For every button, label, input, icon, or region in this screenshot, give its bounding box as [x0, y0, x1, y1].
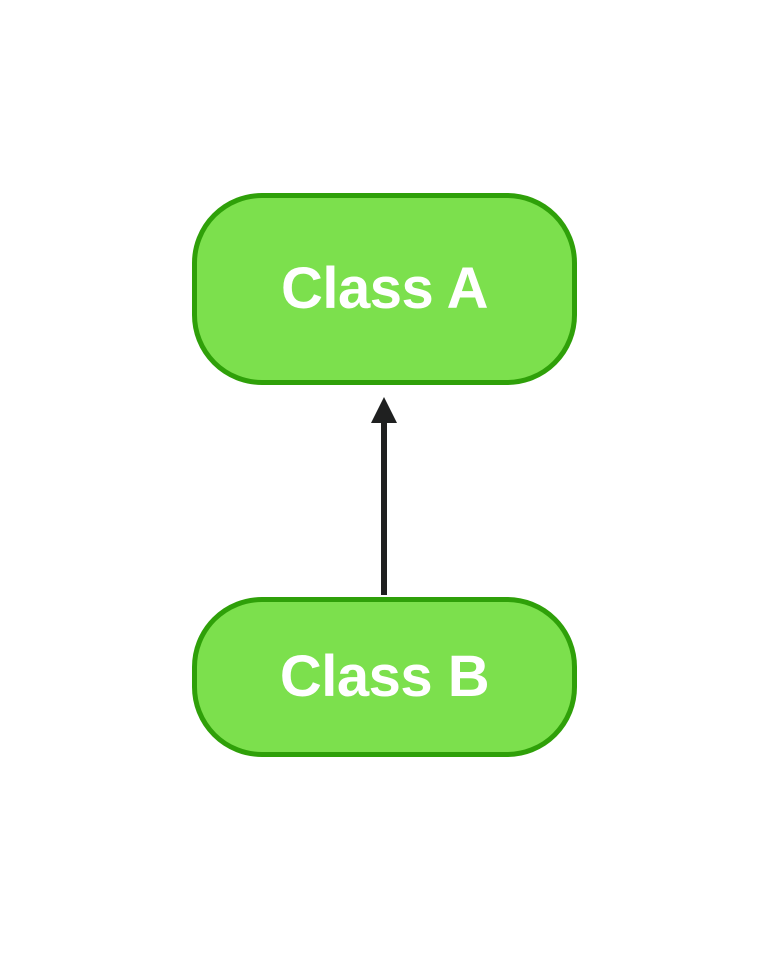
node-class-b-label: Class B — [279, 644, 490, 709]
node-class-a-label: Class A — [280, 256, 489, 321]
node-class-a[interactable]: Class A — [192, 193, 577, 385]
node-class-b[interactable]: Class B — [192, 597, 577, 757]
edge-arrowhead-icon — [371, 397, 397, 423]
edge-b-to-a — [371, 397, 397, 595]
